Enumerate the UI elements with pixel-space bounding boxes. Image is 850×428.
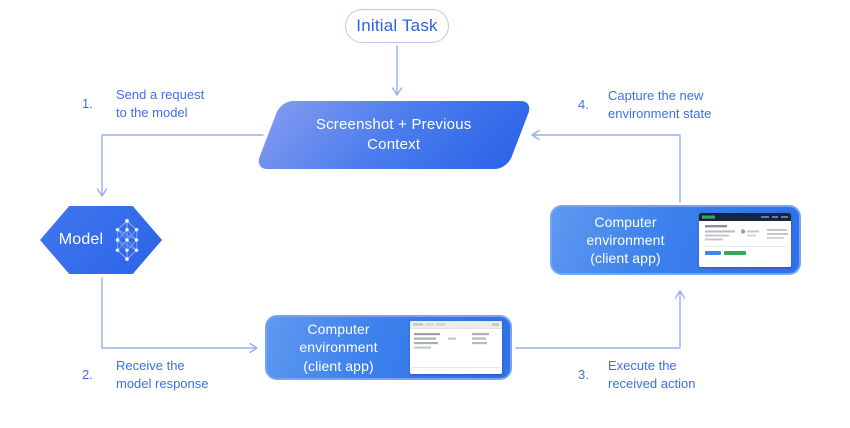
step-3-label: Execute the received action <box>608 358 696 392</box>
web-app-screenshot <box>699 213 791 267</box>
environment-node-bottom: Computer environment (client app) <box>265 315 512 380</box>
environment-node-right: Computer environment (client app) <box>550 205 801 275</box>
step-2-number: 2. <box>82 367 93 382</box>
step-2-label: Receive the model response <box>116 358 209 392</box>
arrow-environment-to-context <box>531 129 681 203</box>
network-graph-icon <box>116 219 139 261</box>
step-1-number: 1. <box>82 96 93 111</box>
step-1-label: Send a request to the model <box>116 87 205 121</box>
model-label: Model <box>58 231 104 248</box>
arrow-environment-to-environment <box>515 290 686 349</box>
step-4-label: Capture the new environment state <box>608 88 712 122</box>
context-node: Screenshot + Previous Context <box>254 101 534 169</box>
initial-task-label: Initial Task <box>356 16 438 35</box>
step-4-number: 4. <box>578 97 589 112</box>
environment-bottom-label: Computer environment (client app) <box>299 321 378 374</box>
arrow-context-to-model <box>96 134 264 197</box>
arrow-model-to-environment <box>101 277 258 354</box>
initial-task-node: Initial Task <box>345 9 449 43</box>
model-node: Model <box>40 206 162 274</box>
step-3-number: 3. <box>578 367 589 382</box>
context-node-label: Screenshot + Previous Context <box>316 115 472 153</box>
arrow-task-to-context <box>391 45 403 96</box>
desktop-app-screenshot <box>410 321 502 374</box>
environment-right-label: Computer environment (client app) <box>586 213 665 267</box>
